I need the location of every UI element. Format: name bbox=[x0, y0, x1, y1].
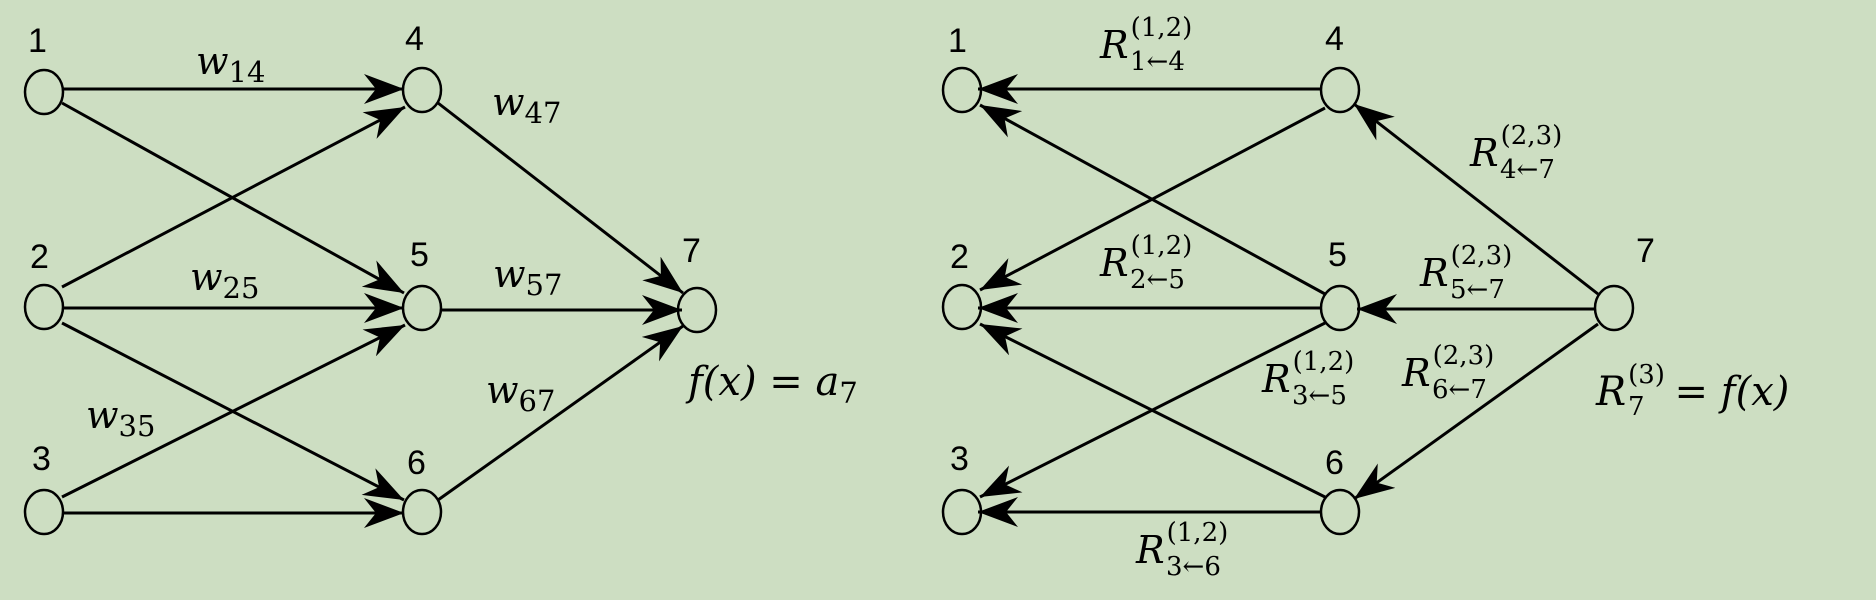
left-node-label-2: 2 bbox=[30, 238, 49, 276]
relevance-r67: R(2,3)6←7 bbox=[1401, 341, 1494, 405]
left-nodes bbox=[23, 66, 718, 536]
left-output-formula: f(x) = a7 bbox=[685, 359, 858, 410]
right-node-3 bbox=[941, 488, 983, 536]
left-node-label-6: 6 bbox=[407, 444, 426, 482]
right-node-label-1: 1 bbox=[948, 22, 967, 60]
weight-w47: w47 bbox=[492, 80, 561, 130]
weight-w25: w25 bbox=[190, 255, 259, 305]
edge-4-7 bbox=[437, 101, 684, 295]
right-edges bbox=[978, 74, 1599, 527]
relevance-r36: R(1,2)3←6 bbox=[1135, 518, 1228, 582]
relevance-r14: R(1,2)1←4 bbox=[1099, 13, 1192, 77]
relevance-r57: R(2,3)5←7 bbox=[1419, 241, 1512, 305]
left-edges bbox=[61, 74, 684, 528]
weight-w14: w14 bbox=[196, 39, 265, 89]
left-node-1 bbox=[23, 68, 65, 116]
right-node-label-6: 6 bbox=[1325, 444, 1344, 482]
right-node-6 bbox=[1319, 488, 1361, 536]
weight-w57: w57 bbox=[493, 252, 562, 302]
left-node-5 bbox=[401, 284, 443, 332]
left-node-4 bbox=[401, 66, 443, 114]
left-node-7 bbox=[676, 286, 718, 334]
left-node-label-5: 5 bbox=[410, 236, 429, 274]
edge-2-4 bbox=[61, 105, 406, 289]
rel-edge-7-6 bbox=[1353, 322, 1599, 501]
rel-edge-7-4 bbox=[1353, 102, 1599, 296]
rel-edge-6-2 bbox=[979, 322, 1326, 499]
left-node-3 bbox=[23, 488, 65, 536]
right-network: 1 2 3 4 5 6 7 R(1,2)1←4 R(1,2)2←5 R(1,2)… bbox=[941, 13, 1789, 582]
left-node-label-7: 7 bbox=[682, 232, 701, 270]
right-node-label-7: 7 bbox=[1636, 232, 1655, 270]
right-node-numbers: 1 2 3 4 5 6 7 bbox=[948, 20, 1655, 482]
edge-3-5 bbox=[61, 323, 406, 499]
left-node-6 bbox=[401, 488, 443, 536]
relevance-r25: R(1,2)2←5 bbox=[1099, 231, 1192, 295]
relevance-r47: R(2,3)4←7 bbox=[1469, 121, 1562, 185]
right-node-7 bbox=[1593, 284, 1635, 332]
right-output-formula: R(3)7= f(x) bbox=[1595, 360, 1789, 422]
left-node-label-1: 1 bbox=[28, 22, 47, 60]
right-node-label-2: 2 bbox=[950, 238, 969, 276]
weight-w67: w67 bbox=[486, 368, 555, 418]
relevance-labels: R(1,2)1←4 R(1,2)2←5 R(1,2)3←5 R(1,2)3←6 … bbox=[1099, 13, 1562, 582]
weight-w35: w35 bbox=[86, 393, 155, 443]
relevance-r35: R(1,2)3←5 bbox=[1261, 347, 1354, 411]
left-node-label-4: 4 bbox=[405, 20, 424, 58]
left-node-label-3: 3 bbox=[32, 440, 51, 478]
right-nodes bbox=[941, 66, 1635, 536]
right-node-5 bbox=[1319, 284, 1361, 332]
right-node-4 bbox=[1319, 66, 1361, 114]
right-node-label-5: 5 bbox=[1328, 236, 1347, 274]
rel-edge-5-1 bbox=[979, 103, 1326, 296]
right-node-label-3: 3 bbox=[950, 440, 969, 478]
right-node-2 bbox=[941, 283, 983, 331]
left-weights: w14 w25 w35 w47 w57 w67 bbox=[86, 39, 562, 443]
left-node-2 bbox=[23, 283, 65, 331]
left-network: 1 2 3 4 5 6 7 w14 w25 w35 w47 w57 bbox=[23, 20, 858, 536]
right-node-1 bbox=[941, 66, 983, 114]
right-node-label-4: 4 bbox=[1325, 20, 1344, 58]
left-node-numbers: 1 2 3 4 5 6 7 bbox=[28, 20, 701, 482]
edge-6-7 bbox=[437, 324, 684, 502]
